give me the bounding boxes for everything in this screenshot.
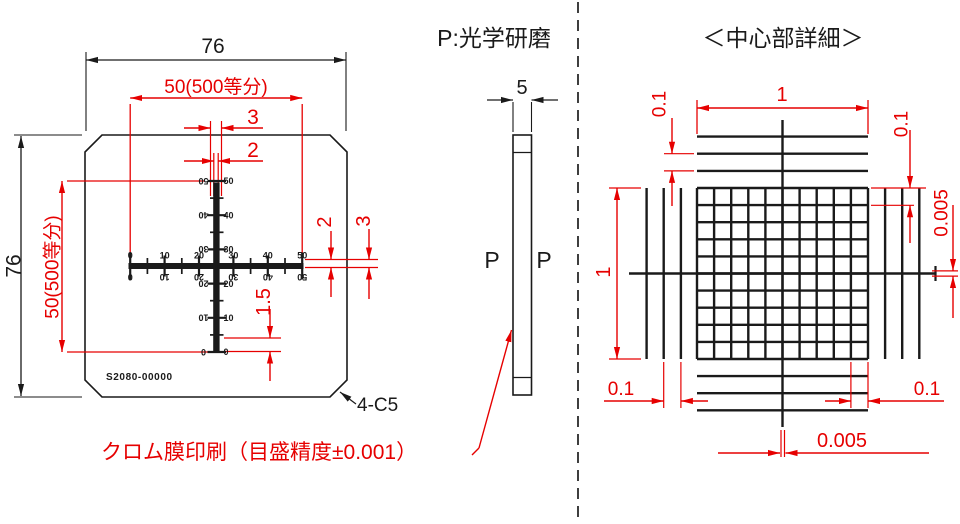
detail-title: ＜中心部詳細＞ (703, 25, 864, 51)
dim-detail-linewidth-r-value: 0.005 (932, 189, 953, 237)
scale-number: 0 (224, 347, 229, 357)
part-number: S2080-00000 (106, 372, 173, 383)
detail-view: ＜中心部詳細＞ 1 1 (593, 25, 958, 457)
scale-number: 50 (297, 272, 307, 282)
scale-number: 0 (201, 347, 206, 357)
polish-legend: P:光学研磨 (437, 25, 551, 51)
dim-detail-pitch-tl: 0.1 (650, 91, 694, 206)
scale-number: 40 (263, 251, 273, 261)
scale-number: 30 (198, 244, 208, 254)
dim-detail-pitch-bl: 0.1 (604, 362, 708, 408)
dim-detail-pitch-bl-value: 0.1 (608, 379, 634, 400)
scale-number: 30 (228, 251, 238, 261)
dim-detail-linewidth-b-value: 0.005 (817, 430, 867, 452)
dim-tick-minor-top: 2 (184, 139, 263, 196)
dim-ticks-right: 2 3 (305, 215, 378, 299)
scale-number: 20 (194, 251, 204, 261)
scale-ticks (129, 179, 304, 354)
dim-tick-major-right-value: 3 (353, 215, 375, 226)
chrome-film-note: クロム膜印刷（目盛精度±0.001） (101, 329, 513, 464)
front-view: 76 76 50(500等分) 50(500等分) (2, 35, 398, 416)
dim-scale-span-h: 50(500等分) (129, 76, 303, 260)
dim-height-value: 76 (2, 254, 25, 277)
scale-number: 50 (297, 251, 307, 261)
scale-number: 30 (228, 272, 238, 282)
dim-detail-pitch-br-value: 0.1 (914, 379, 940, 400)
dim-thickness: 5 (487, 77, 558, 132)
scale-number: 10 (198, 313, 208, 323)
dim-detail-linewidth-b: 0.005 (718, 430, 929, 457)
surface-mark-left: P (484, 247, 499, 273)
dim-detail-pitch-tl-value: 0.1 (650, 91, 671, 117)
dim-width-76: 76 (85, 35, 347, 131)
plate-outline (84, 134, 348, 398)
dim-tick-minor-top-value: 2 (247, 139, 259, 162)
scale-number: 20 (198, 278, 208, 288)
dim-detail-span-v: 1 (593, 187, 641, 360)
dim-scale-span-h-value: 50(500等分) (164, 76, 268, 98)
dim-detail-span-h: 1 (696, 84, 869, 134)
scale-number: 10 (160, 272, 170, 282)
dim-detail-span-h-value: 1 (776, 84, 787, 106)
crosshair-scale: 0050501010404020203030303020204040101050… (128, 176, 308, 357)
chrome-film-note-text: クロム膜印刷（目盛精度±0.001） (101, 441, 417, 464)
scale-numbers: 0050501010404020203030303020204040101050… (128, 176, 308, 357)
dim-detail-span-v-value: 1 (593, 266, 615, 277)
side-outline (512, 134, 533, 396)
scale-number: 40 (224, 210, 234, 220)
scale-number: 10 (224, 313, 234, 323)
chamfer-note: 4-C5 (357, 395, 398, 416)
dim-scale-span-v-value: 50(500等分) (42, 215, 64, 319)
dim-tick-major-top-value: 3 (247, 106, 259, 129)
scale-number: 50 (198, 176, 208, 186)
scale-number: 50 (224, 176, 234, 186)
dim-width-value: 76 (201, 35, 224, 58)
dim-detail-pitch-br: 0.1 (825, 362, 944, 408)
scale-number: 0 (128, 251, 133, 261)
dim-detail-pitch-tr-value: 0.1 (892, 111, 913, 137)
dim-height-76: 76 (2, 134, 82, 398)
scale-number: 30 (224, 245, 234, 255)
dim-detail-linewidth-r: 0.005 (932, 189, 958, 318)
surface-mark-right: P (536, 247, 551, 273)
scale-number: 0 (128, 272, 133, 282)
dim-end-tick: 1.5 (224, 288, 281, 381)
dim-thickness-value: 5 (516, 77, 527, 99)
scale-number: 20 (194, 272, 204, 282)
dim-scale-span-v: 50(500等分) (42, 180, 222, 353)
side-view: 5 P P P:光学研磨 クロム膜印刷（目盛精度±0.001） (101, 25, 558, 464)
scale-number: 40 (198, 210, 208, 220)
dim-detail-pitch-tr: 0.1 (871, 111, 926, 243)
scale-number: 10 (160, 251, 170, 261)
dim-tick-minor-right-value: 2 (314, 216, 336, 227)
scale-number: 40 (263, 272, 273, 282)
chamfer-callout: 4-C5 (339, 391, 398, 416)
dim-end-tick-value: 1.5 (253, 288, 275, 316)
scale-number: 20 (224, 279, 234, 289)
